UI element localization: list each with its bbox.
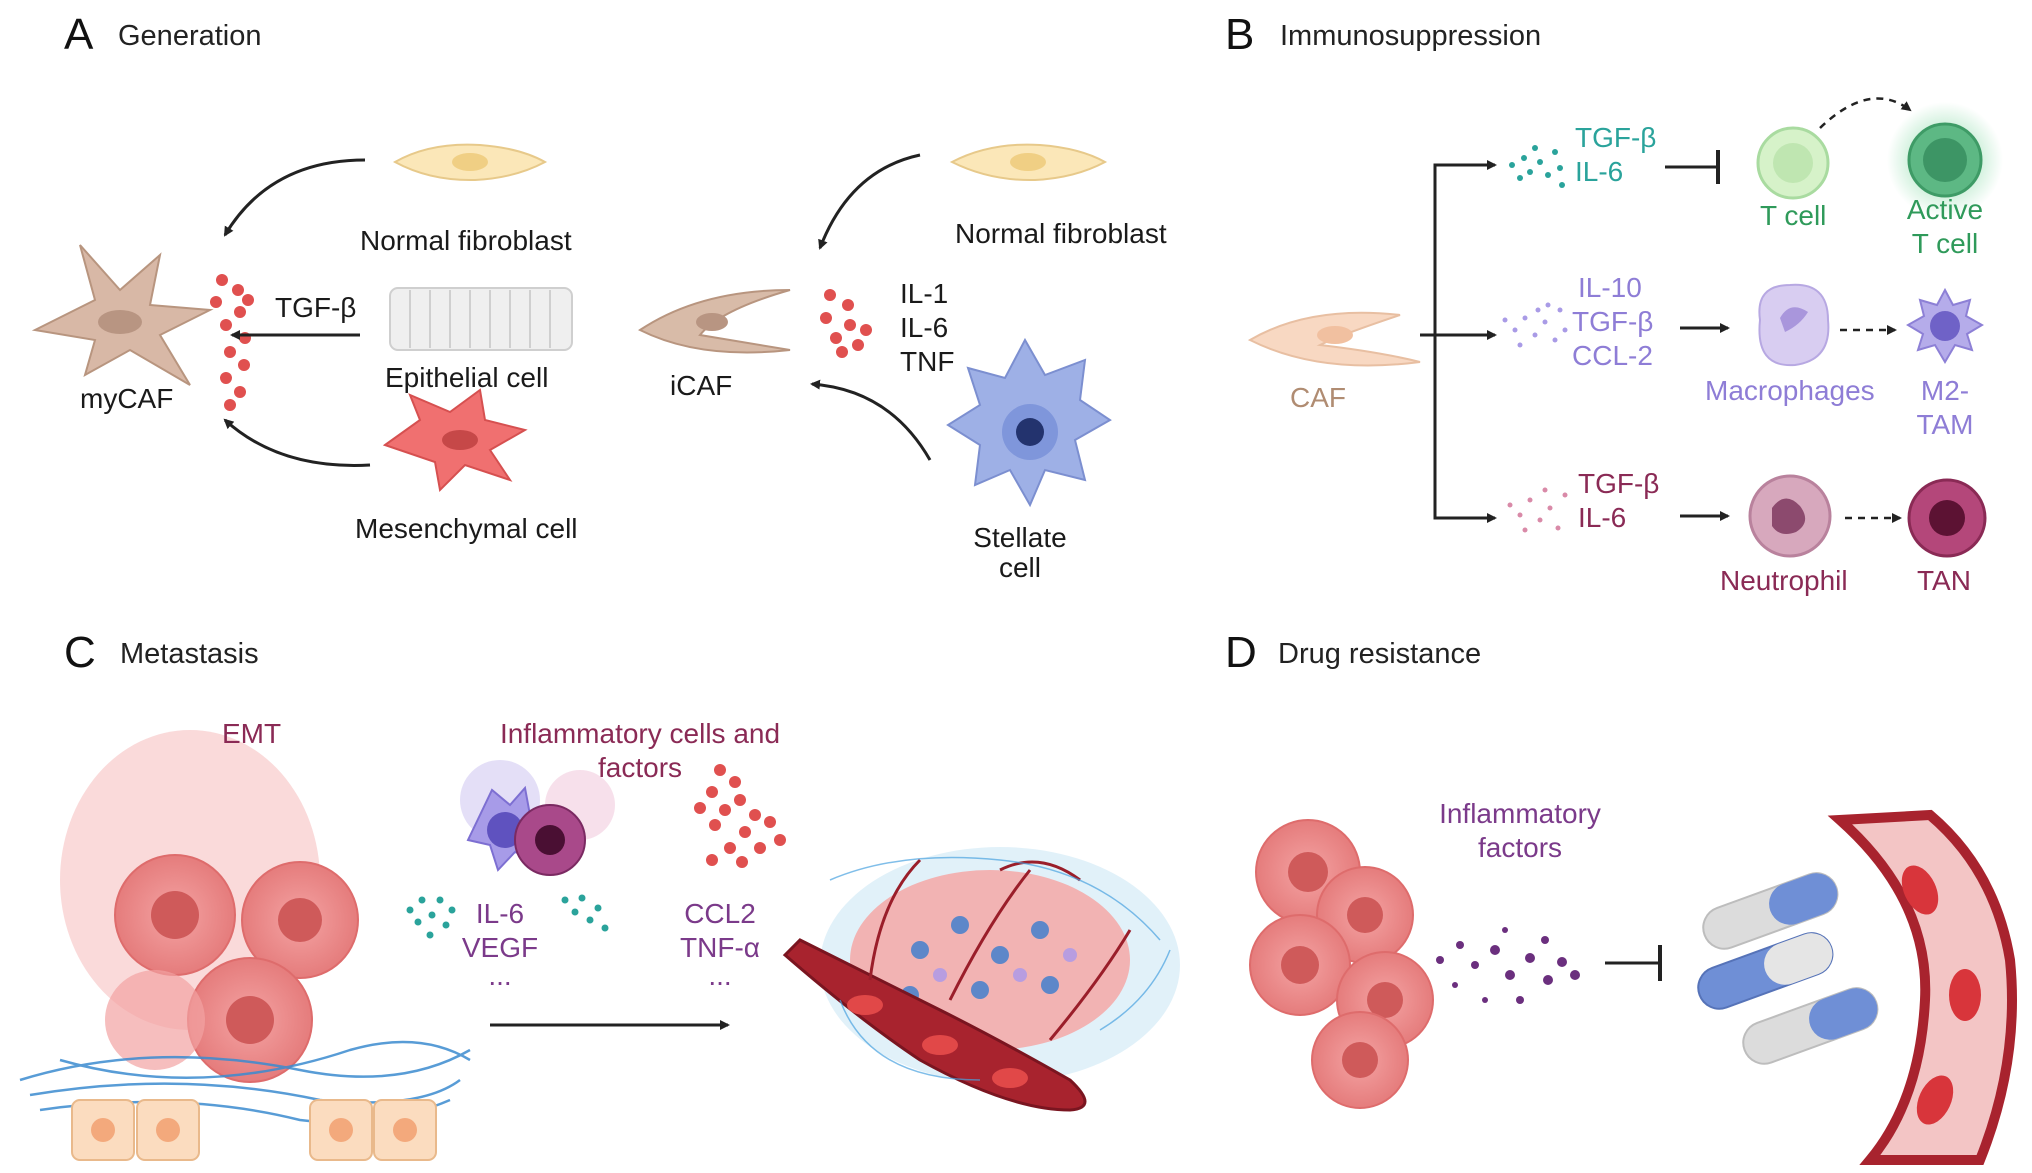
- label-neutrophil: Neutrophil: [1720, 565, 1848, 596]
- panel-letter-a: A: [64, 10, 94, 59]
- label-row1-f2: IL-6: [1575, 156, 1624, 187]
- panel-letter-b: B: [1225, 10, 1255, 59]
- tgf-dots: [210, 274, 254, 411]
- label-mycaf: myCAF: [80, 383, 174, 414]
- label-row1-f1: TGF-β: [1575, 122, 1657, 153]
- teal-dots: [406, 894, 609, 939]
- panel-title-c: Metastasis: [120, 638, 259, 670]
- epithelial-cell-icon: [71, 1099, 437, 1161]
- label-epithelial-cell: Epithelial cell: [385, 362, 549, 393]
- red-dots: [694, 764, 786, 868]
- label-normal-fibroblast-2: Normal fibroblast: [955, 218, 1167, 249]
- panel-title-b: Immunosuppression: [1280, 20, 1542, 52]
- label-ellipsis-2: ...: [708, 960, 732, 991]
- blood-vessel-icon: [782, 847, 1180, 1112]
- active-t-cell-icon: [1887, 102, 2003, 218]
- label-inflam-d-2: factors: [1477, 832, 1563, 863]
- m2-tam-icon: [1906, 287, 1984, 364]
- label-row3-f1: TGF-β: [1578, 468, 1660, 499]
- panel-title-d: Drug resistance: [1278, 638, 1482, 670]
- t-cell-icon: [1756, 126, 1830, 200]
- arrow: [1420, 160, 1497, 337]
- label-il1: IL-1: [900, 278, 949, 309]
- arrow: [223, 158, 366, 237]
- tumor-cell-icon: [60, 730, 359, 1083]
- tumor-cell-icon: [1249, 819, 1434, 1109]
- fibroblast-icon: [949, 143, 1108, 182]
- stellate-cell-icon: [946, 337, 1112, 508]
- label-il6-c: IL-6: [475, 898, 525, 929]
- label-row2-f1: IL-10: [1578, 272, 1642, 303]
- label-tnf: TNF: [900, 346, 955, 377]
- panel-d: [1249, 809, 2017, 1165]
- icaf-cell-icon: [638, 289, 791, 354]
- label-macrophages: Macrophages: [1705, 375, 1875, 406]
- label-active-2: T cell: [1911, 228, 1979, 259]
- label-vegf: VEGF: [461, 932, 539, 963]
- arrow: [1433, 335, 1497, 523]
- panel-title-a: Generation: [118, 20, 262, 52]
- label-il6: IL-6: [900, 312, 949, 343]
- arrow: [810, 379, 932, 461]
- epithelial-cell-icon: [389, 287, 573, 351]
- label-inflam-1: Inflammatory cells and: [499, 718, 781, 749]
- tan-icon: [1907, 478, 1987, 558]
- capsule-pill-icon: [1697, 872, 1879, 1065]
- label-inflam-d-1: Inflammatory: [1439, 798, 1601, 829]
- purple-dots: [1436, 927, 1580, 1004]
- arrow: [1819, 97, 1912, 129]
- label-t-cell: T cell: [1760, 200, 1827, 231]
- blood-vessel-icon: [1827, 809, 2017, 1165]
- macrophage-icon: [1758, 283, 1830, 367]
- label-caf: CAF: [1290, 382, 1346, 413]
- label-row3-f2: IL-6: [1578, 502, 1627, 533]
- label-icaf: iCAF: [670, 370, 733, 401]
- arrow: [818, 153, 921, 250]
- caf-cell-icon: [1247, 311, 1421, 367]
- fibroblast-icon: [392, 143, 548, 182]
- label-tan: TAN: [1917, 565, 1971, 596]
- label-row2-f2: TGF-β: [1572, 306, 1654, 337]
- label-ccl2: CCL2: [684, 898, 756, 929]
- panel-b: [1247, 97, 2003, 558]
- pink-dots: [1507, 487, 1568, 533]
- label-mesenchymal-cell: Mesenchymal cell: [355, 513, 578, 544]
- mesenchymal-cell-icon: [382, 388, 528, 493]
- lavender-dots: [1502, 302, 1568, 348]
- teal-dots: [1509, 145, 1565, 188]
- panel-letter-c: C: [64, 628, 96, 677]
- neutrophil-icon: [1748, 474, 1832, 558]
- panel-a: [31, 143, 1112, 508]
- mycaf-cell-icon: [31, 244, 214, 386]
- label-m2-2: TAM: [1916, 409, 1974, 440]
- label-tgf-beta: TGF-β: [275, 292, 357, 323]
- label-m2-1: M2-: [1920, 375, 1970, 406]
- panel-letter-d: D: [1225, 628, 1257, 677]
- panel-c: [19, 730, 1180, 1161]
- label-active-1: Active: [1906, 194, 1984, 225]
- label-ellipsis-1: ...: [488, 960, 512, 991]
- inflammatory-cells-icon: [460, 760, 615, 876]
- arrow: [223, 418, 371, 467]
- il-dots: [820, 289, 872, 358]
- label-tnfa: TNF-α: [680, 932, 760, 963]
- label-inflam-2: factors: [597, 752, 683, 783]
- label-stellate-1: Stellate: [973, 522, 1067, 553]
- label-row2-f3: CCL-2: [1572, 340, 1653, 371]
- label-normal-fibroblast-1: Normal fibroblast: [360, 225, 572, 256]
- label-stellate-2: cell: [998, 552, 1041, 583]
- label-emt: EMT: [222, 718, 282, 749]
